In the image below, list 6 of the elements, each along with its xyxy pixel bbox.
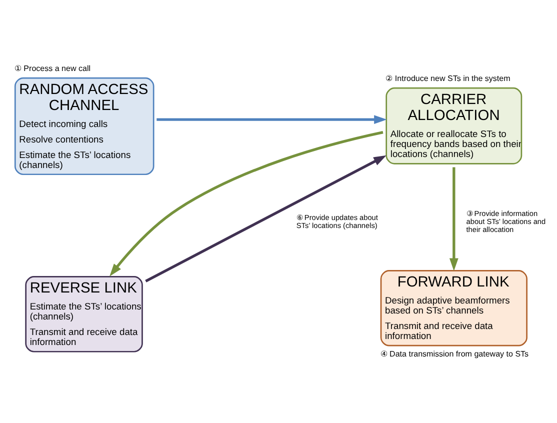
arrow [110, 131, 384, 276]
arrow [449, 167, 458, 271]
arrow [156, 115, 387, 124]
edge-label: ⑥ Provide updates about STs’ locations (channels) [296, 213, 378, 230]
edge-label: ③ Provide information about STs’ locations and their allocation [466, 209, 546, 234]
arrow [145, 155, 386, 282]
